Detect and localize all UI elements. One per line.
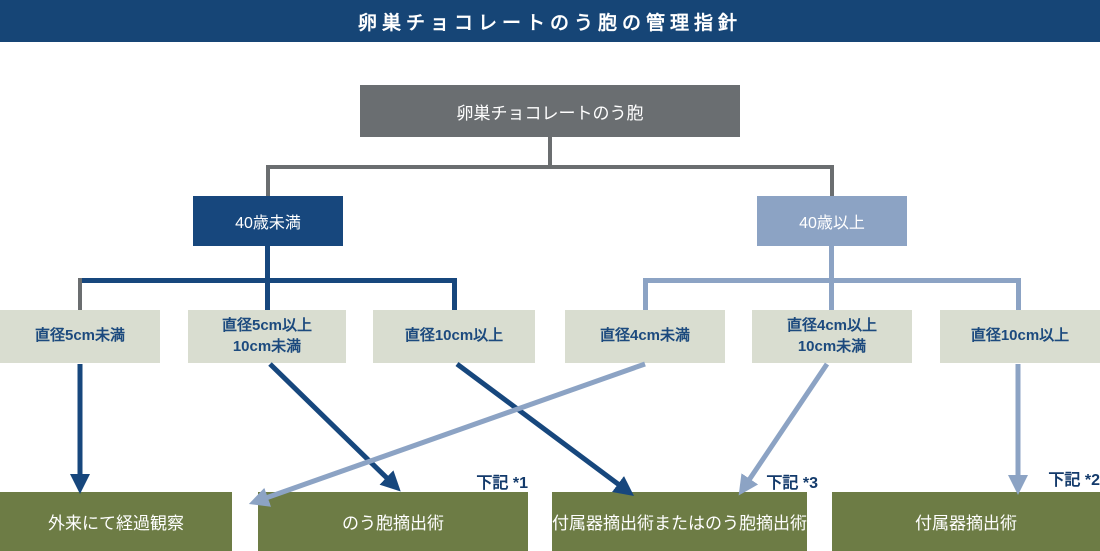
note-ref-3: 下記 *3	[766, 475, 818, 492]
connector-root-drop-under40	[266, 165, 270, 196]
node-outcome-adnexectomy: 付属器摘出術	[832, 492, 1100, 551]
node-size-under40-ge10cm: 直径10cm以上	[373, 310, 535, 363]
node-size-under40-lt5cm: 直径5cm未満	[0, 310, 160, 363]
node-outcome-observation: 外来にて経過観察	[0, 492, 232, 551]
node-size-under40-5to10cm: 直径5cm以上 10cm未満	[188, 310, 346, 363]
connector-drop-o40-4to10	[829, 283, 834, 310]
connector-drop-u40-ge10	[452, 283, 457, 310]
arrow-u40-5to10-to-cystectomy	[268, 362, 401, 492]
note-ref-1: 下記 *1	[476, 475, 528, 492]
connector-root-bar	[266, 165, 834, 169]
connector-drop-o40-ge10	[1016, 283, 1021, 310]
note-ref-2: 下記 *2	[1048, 472, 1100, 489]
node-size-over40-ge10cm: 直径10cm以上	[940, 310, 1100, 363]
connector-root-drop-over40	[830, 165, 834, 196]
connector-over40-stem	[829, 246, 834, 283]
node-outcome-adnexectomy-or-cystectomy: 付属器摘出術またはのう胞摘出術	[552, 492, 807, 551]
node-size-over40-4to10cm: 直径4cm以上 10cm未満	[752, 310, 912, 363]
connector-root-stem	[548, 137, 552, 168]
page-title: 卵巣チョコレートのう胞の管理指針	[0, 0, 1100, 42]
connector-drop-o40-lt4	[643, 283, 648, 310]
node-outcome-cystectomy: のう胞摘出術	[258, 492, 528, 551]
connector-under40-bar	[78, 278, 457, 283]
connector-over40-bar	[643, 278, 1021, 283]
connector-drop-u40-lt5	[78, 278, 82, 314]
connector-under40-stem	[265, 246, 270, 283]
node-size-over40-lt4cm: 直径4cm未満	[565, 310, 725, 363]
node-root: 卵巣チョコレートのう胞	[360, 85, 740, 137]
node-age-over40: 40歳以上	[757, 196, 907, 246]
node-age-under40: 40歳未満	[193, 196, 343, 246]
connector-drop-u40-5to10	[265, 283, 270, 310]
arrow-o40-4to10-to-adnex-or-cyst	[738, 362, 830, 496]
